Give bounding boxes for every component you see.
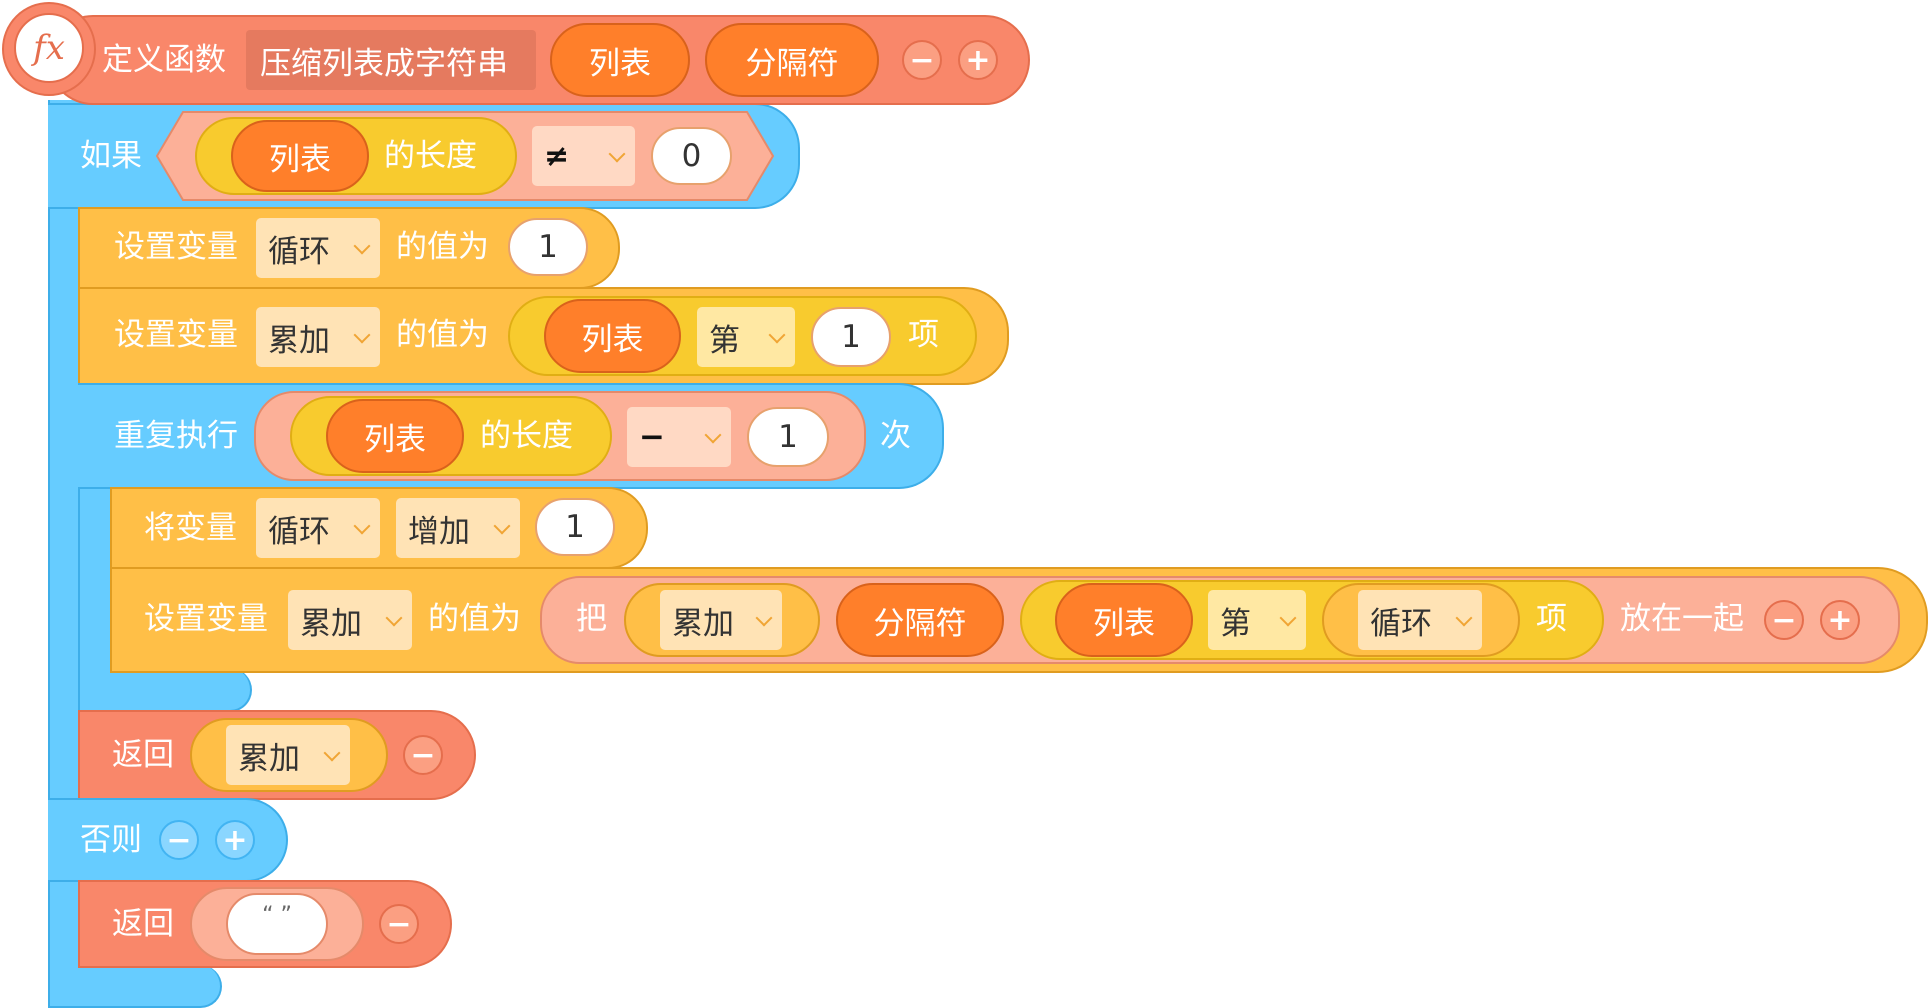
chevron-down-icon (768, 326, 786, 344)
join-var: 累加 (672, 605, 734, 642)
set2-label: 设置变量 (114, 317, 238, 353)
set3-index-op: 第 (1220, 605, 1251, 642)
join-add-button[interactable]: + (1820, 600, 1860, 640)
repeat-times-label: 次 (880, 418, 911, 454)
change-op: 增加 (408, 513, 470, 550)
param-separator-reporter[interactable]: 分隔符 (836, 583, 1004, 657)
return2-remove-button[interactable]: − (379, 904, 419, 944)
set1-label: 设置变量 (114, 229, 238, 265)
else-add-button[interactable]: + (215, 820, 255, 860)
param-list-reporter[interactable]: 列表 (544, 299, 681, 373)
set3-var-dropdown[interactable]: 累加 (288, 590, 412, 650)
if-block-foot (48, 965, 222, 1008)
set3-value-label: 的值为 (428, 601, 521, 637)
return1-var: 累加 (238, 740, 300, 777)
repeat-operator-dropdown[interactable]: − (627, 407, 731, 467)
fx-icon: fx (14, 13, 84, 83)
length-label: 的长度 (384, 138, 477, 174)
set2-item-label: 项 (908, 317, 939, 353)
return2-text-value: “ ” (262, 902, 292, 928)
param-list-reporter[interactable]: 列表 (1055, 583, 1193, 657)
set2-var-dropdown[interactable]: 累加 (256, 307, 380, 367)
chevron-down-icon (1279, 609, 1297, 627)
define-label: 定义函数 (102, 42, 226, 78)
else-remove-button[interactable]: − (159, 820, 199, 860)
return1-remove-button[interactable]: − (403, 735, 443, 775)
index-var-dropdown[interactable]: 循环 (1358, 590, 1482, 650)
chevron-down-icon (323, 744, 341, 762)
chevron-down-icon (353, 237, 371, 255)
set1-value-input[interactable]: 1 (508, 218, 588, 276)
change-value-input[interactable]: 1 (535, 498, 615, 556)
return1-var-dropdown[interactable]: 累加 (226, 725, 350, 785)
set2-var: 累加 (268, 322, 330, 359)
change-var: 循环 (268, 513, 330, 550)
chevron-down-icon (1455, 609, 1473, 627)
repeat-operator: − (639, 419, 665, 455)
return2-text-input[interactable]: “ ” (226, 893, 328, 955)
change-label: 将变量 (144, 510, 237, 546)
chevron-down-icon (353, 517, 371, 535)
return1-label: 返回 (112, 737, 174, 773)
return2-label: 返回 (112, 906, 174, 942)
define-add-param-button[interactable]: + (958, 40, 998, 80)
set3-label: 设置变量 (144, 601, 268, 637)
set3-item-label: 项 (1536, 601, 1567, 637)
repeat-value-input[interactable]: 1 (747, 407, 829, 467)
chevron-down-icon (385, 609, 403, 627)
else-label: 否则 (80, 822, 142, 858)
param-list-reporter[interactable]: 列表 (231, 120, 369, 192)
change-var-dropdown[interactable]: 循环 (256, 498, 380, 558)
join-remove-button[interactable]: − (1764, 600, 1804, 640)
fx-icon-glyph: fx (33, 28, 65, 68)
define-remove-param-button[interactable]: − (902, 40, 942, 80)
join-var-dropdown[interactable]: 累加 (660, 590, 782, 650)
function-name: 压缩列表成字符串 (260, 45, 508, 82)
set2-index-op-dropdown[interactable]: 第 (697, 307, 795, 367)
if-label: 如果 (80, 138, 142, 174)
repeat-block-foot (78, 668, 252, 712)
set1-value-label: 的值为 (396, 229, 489, 265)
param-separator[interactable]: 分隔符 (705, 23, 879, 97)
change-op-dropdown[interactable]: 增加 (396, 498, 520, 558)
index-var: 循环 (1370, 605, 1432, 642)
operator-dropdown[interactable]: ≠ (532, 126, 635, 186)
operator-value: ≠ (544, 138, 570, 174)
param-list[interactable]: 列表 (550, 23, 690, 97)
join-label: 把 (576, 601, 607, 637)
repeat-label: 重复执行 (114, 418, 238, 454)
set2-index-input[interactable]: 1 (811, 307, 891, 367)
set2-index-op: 第 (709, 322, 740, 359)
function-name-field[interactable]: 压缩列表成字符串 (246, 30, 536, 90)
compare-value-input[interactable]: 0 (651, 127, 732, 185)
chevron-down-icon (704, 426, 722, 444)
combine-label: 放在一起 (1620, 601, 1744, 637)
set3-var: 累加 (300, 605, 362, 642)
param-list-reporter[interactable]: 列表 (326, 399, 464, 473)
chevron-down-icon (493, 517, 511, 535)
chevron-down-icon (755, 609, 773, 627)
set3-index-op-dropdown[interactable]: 第 (1208, 590, 1306, 650)
set1-var-dropdown[interactable]: 循环 (256, 218, 380, 278)
chevron-down-icon (608, 145, 626, 163)
set2-value-label: 的值为 (396, 317, 489, 353)
set1-var: 循环 (268, 233, 330, 270)
chevron-down-icon (353, 326, 371, 344)
repeat-length-label: 的长度 (480, 418, 573, 454)
